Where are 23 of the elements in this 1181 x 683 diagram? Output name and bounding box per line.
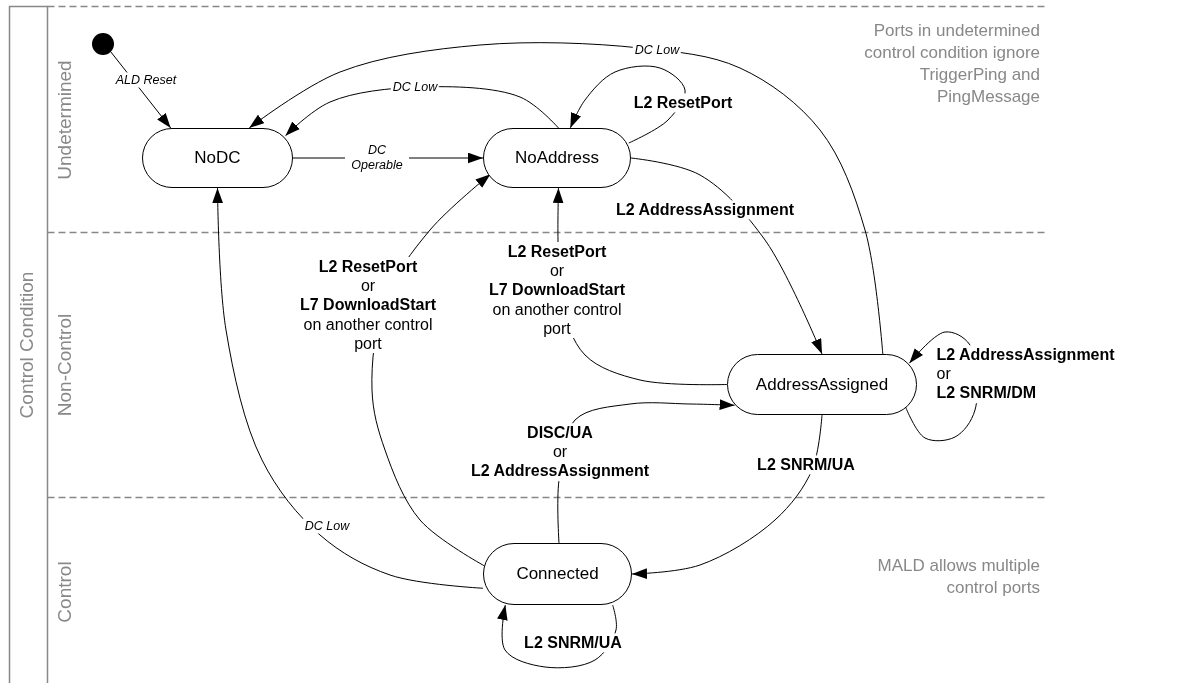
transition-arrow [631, 414, 823, 579]
transition-label: L2 SNRM/UA [755, 455, 857, 475]
lane-label: Control [54, 561, 76, 623]
transition-label: DC Operable [345, 143, 409, 173]
transition-arrow [212, 187, 484, 589]
state-box: AddressAssigned [727, 354, 917, 415]
state-box: Connected [483, 543, 632, 605]
transition-label: ALD Reset [113, 72, 179, 88]
transition-label: L2 ResetPort [631, 93, 735, 113]
transition-label: DC Low [302, 518, 352, 534]
transition-arrow [497, 604, 617, 669]
note-text: MALD allows multiple control ports [876, 555, 1040, 600]
note-text: Ports in undetermined control condition ignore TriggerPing and PingMessage [863, 20, 1040, 109]
transition-arrow [630, 157, 823, 355]
lane-label: Non-Control [54, 313, 76, 417]
state-box: NoAddress [483, 128, 631, 188]
transition-arrow [248, 42, 884, 355]
initial-state-dot [92, 33, 114, 55]
swimlane-title: Control Condition [16, 271, 38, 419]
state-box: NoDC [142, 128, 293, 188]
transition-label: L2 SNRM/UA [522, 633, 624, 653]
transition-arrow [569, 65, 686, 144]
lane-label: Undetermined [54, 60, 76, 180]
